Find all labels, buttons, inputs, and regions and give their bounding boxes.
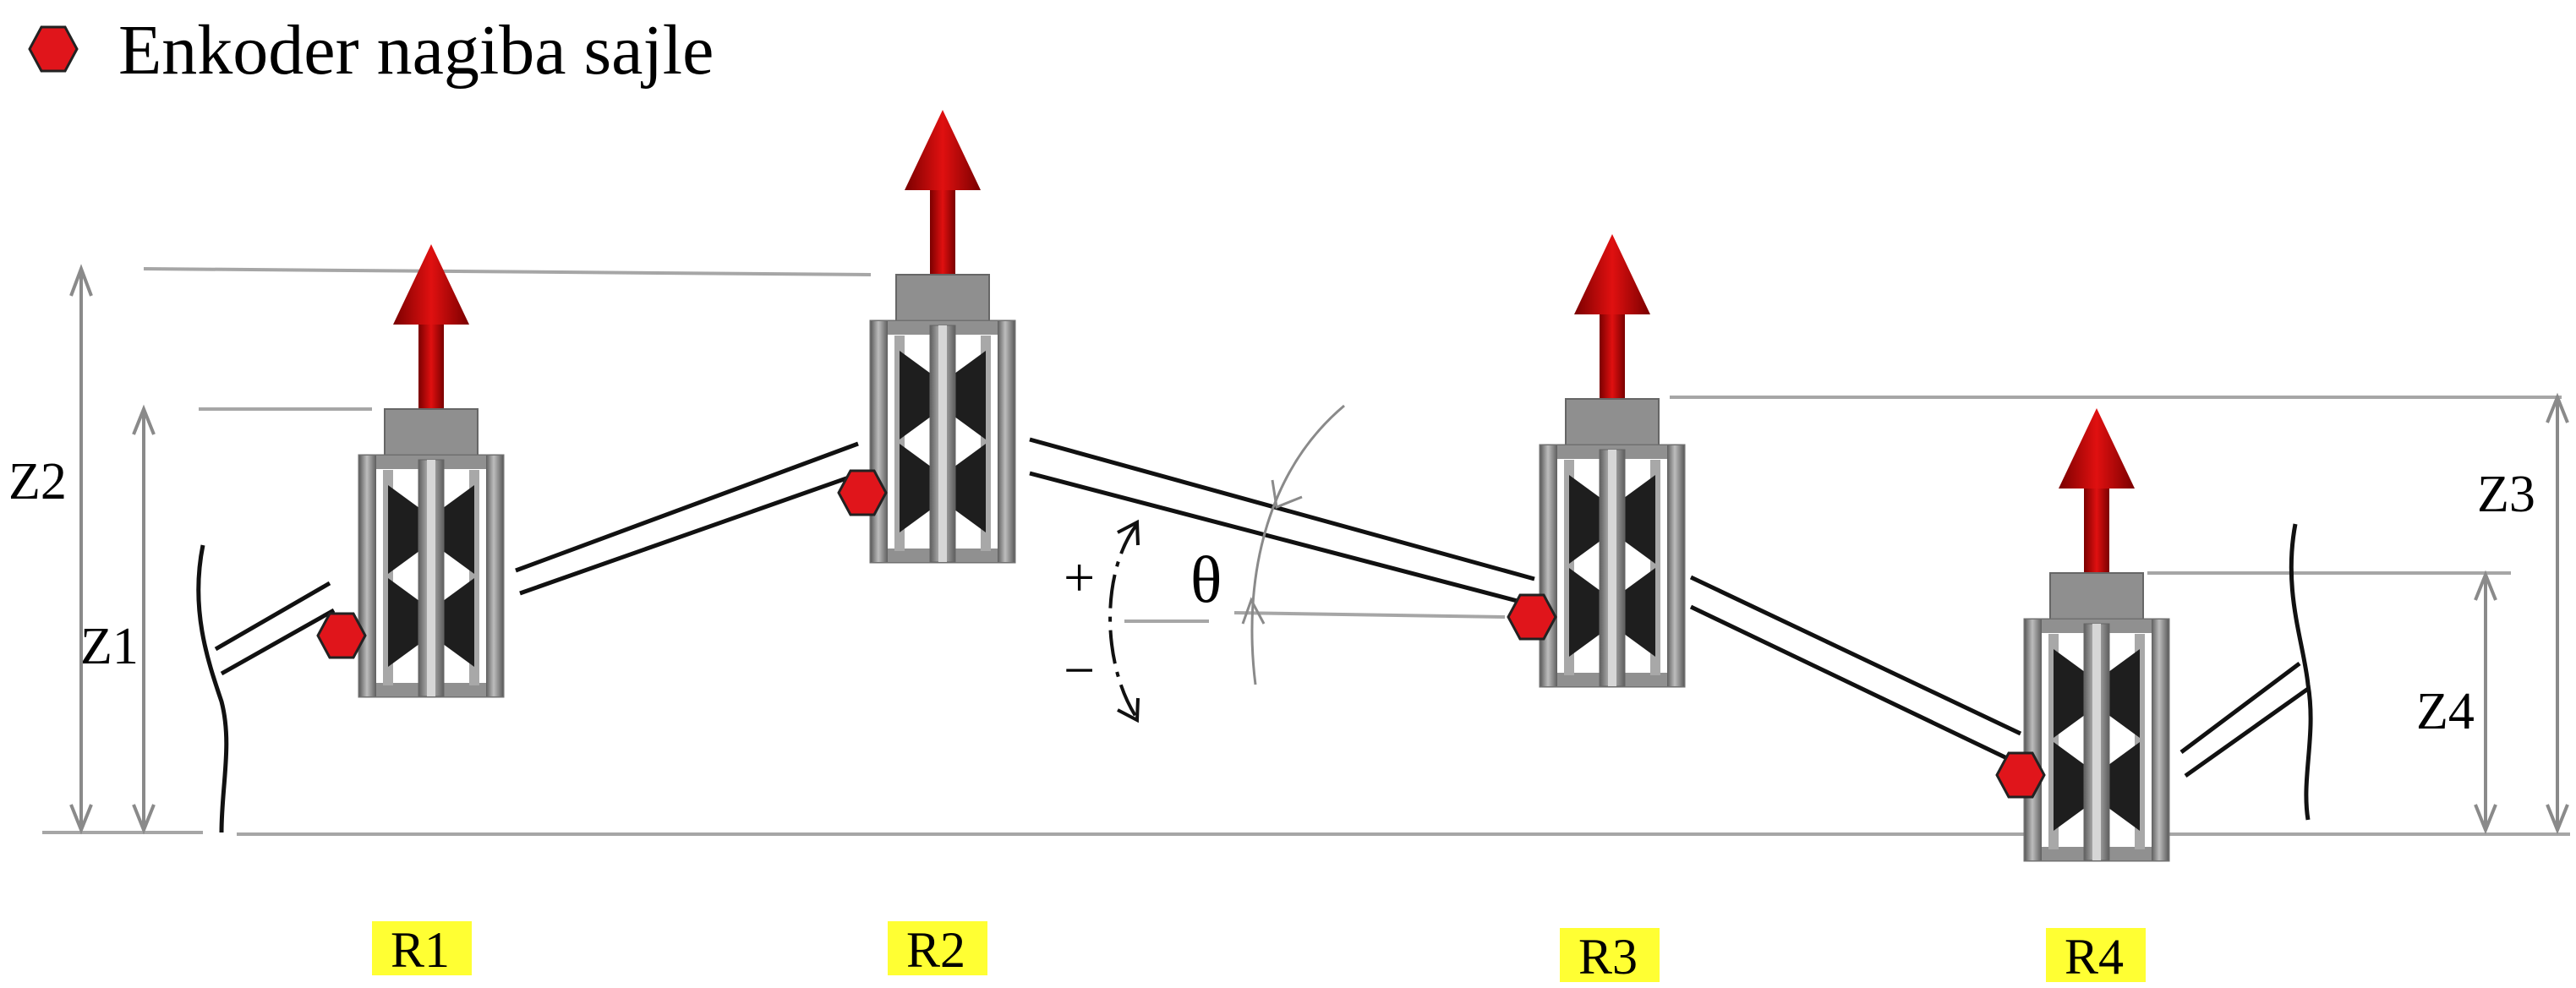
cable-break-marks xyxy=(196,523,2313,833)
roller-r4 xyxy=(2023,407,2170,862)
z4-label: Z4 xyxy=(2416,683,2475,740)
theta-ref-line xyxy=(1233,611,1506,619)
roller-label-r1: R1 xyxy=(391,922,450,978)
break-mark-right xyxy=(2289,523,2313,821)
encoders xyxy=(316,469,2046,799)
z3-label: Z3 xyxy=(2477,466,2535,523)
encoder-hexagon-icon xyxy=(1507,593,1557,641)
top-ref-r2 xyxy=(143,267,872,276)
roller-label-r3: R3 xyxy=(1578,929,1638,985)
reference-lines xyxy=(42,267,2570,836)
encoder-hexagon-icon xyxy=(28,25,79,73)
z2-label: Z2 xyxy=(8,453,67,510)
rotation-arrow-up-icon xyxy=(1117,519,1140,546)
roller-r2 xyxy=(869,108,1016,564)
plus-sign: + xyxy=(1064,547,1095,609)
legend: Enkoder nagiba sajle xyxy=(28,11,714,90)
encoder-hexagon-icon xyxy=(316,612,367,659)
z1-label: Z1 xyxy=(80,618,139,675)
theta-label: θ xyxy=(1190,543,1222,616)
angle-indicator: θ + − xyxy=(1064,404,1345,723)
roller-label-r2: R2 xyxy=(906,922,965,978)
cable xyxy=(214,437,2310,778)
dimension-arrows xyxy=(69,264,2569,835)
roller-label-r4: R4 xyxy=(2065,929,2124,985)
label-highlight-r1 xyxy=(372,921,472,975)
label-highlight-r3 xyxy=(1560,928,1660,982)
roller-labels: R1 R2 R3 R4 xyxy=(372,921,2146,985)
encoder-hexagon-icon xyxy=(837,469,888,516)
encoder-hexagon-icon xyxy=(1995,751,2046,799)
roller-r3 xyxy=(1539,232,1686,688)
minus-sign: − xyxy=(1064,640,1095,701)
legend-label: Enkoder nagiba sajle xyxy=(118,11,714,90)
roller-r1 xyxy=(358,243,505,698)
theta-arc xyxy=(1250,404,1345,685)
dimension-labels: Z2 Z1 Z3 Z4 xyxy=(8,453,2535,740)
rotation-arc xyxy=(1108,522,1139,720)
label-highlight-r2 xyxy=(888,921,987,975)
label-highlight-r4 xyxy=(2046,928,2146,982)
break-mark-left xyxy=(196,544,229,833)
rotation-arrow-down-icon xyxy=(1117,697,1140,723)
